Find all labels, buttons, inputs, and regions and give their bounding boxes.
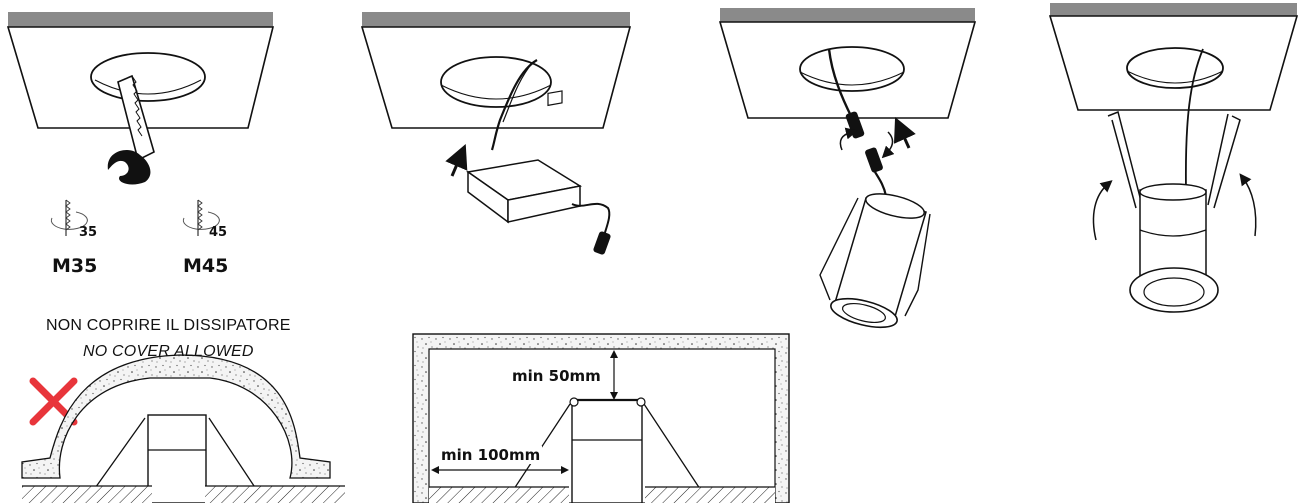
step2-driver-connection	[360, 12, 632, 255]
model-label: M35	[52, 255, 98, 277]
rotation-arrow-icon	[881, 131, 895, 159]
cutter-size-label: 45	[209, 225, 228, 240]
lamp-body	[819, 193, 931, 329]
warning-text-italian: NON COPRIRE IL DISSIPATORE	[46, 317, 291, 334]
hole-saw-icon	[107, 74, 155, 185]
warning-text-english: NO COVER ALLOWED	[83, 343, 254, 360]
step4-lamp-installed	[1048, 3, 1299, 313]
up-arrow-icon	[445, 143, 468, 177]
cutter-icon-35	[50, 199, 88, 236]
rotation-arrow-icon	[1239, 173, 1257, 237]
cutter-size-label: 35	[79, 225, 98, 240]
up-arrow-icon	[893, 117, 916, 149]
driver-box	[466, 90, 583, 224]
step3-lamp-connection	[718, 8, 977, 329]
step1-ceiling-cutting	[6, 12, 275, 185]
clearance-diagram	[412, 333, 790, 503]
clearance-top-label: min 50mm	[510, 367, 603, 385]
covered-fixture	[21, 354, 345, 503]
model-label: M45	[183, 255, 229, 277]
rotation-arrow-icon	[839, 127, 858, 151]
rotation-arrow-icon	[1092, 180, 1113, 241]
clearance-side-label: min 100mm	[439, 446, 543, 464]
cutter-icon-45	[182, 199, 220, 236]
